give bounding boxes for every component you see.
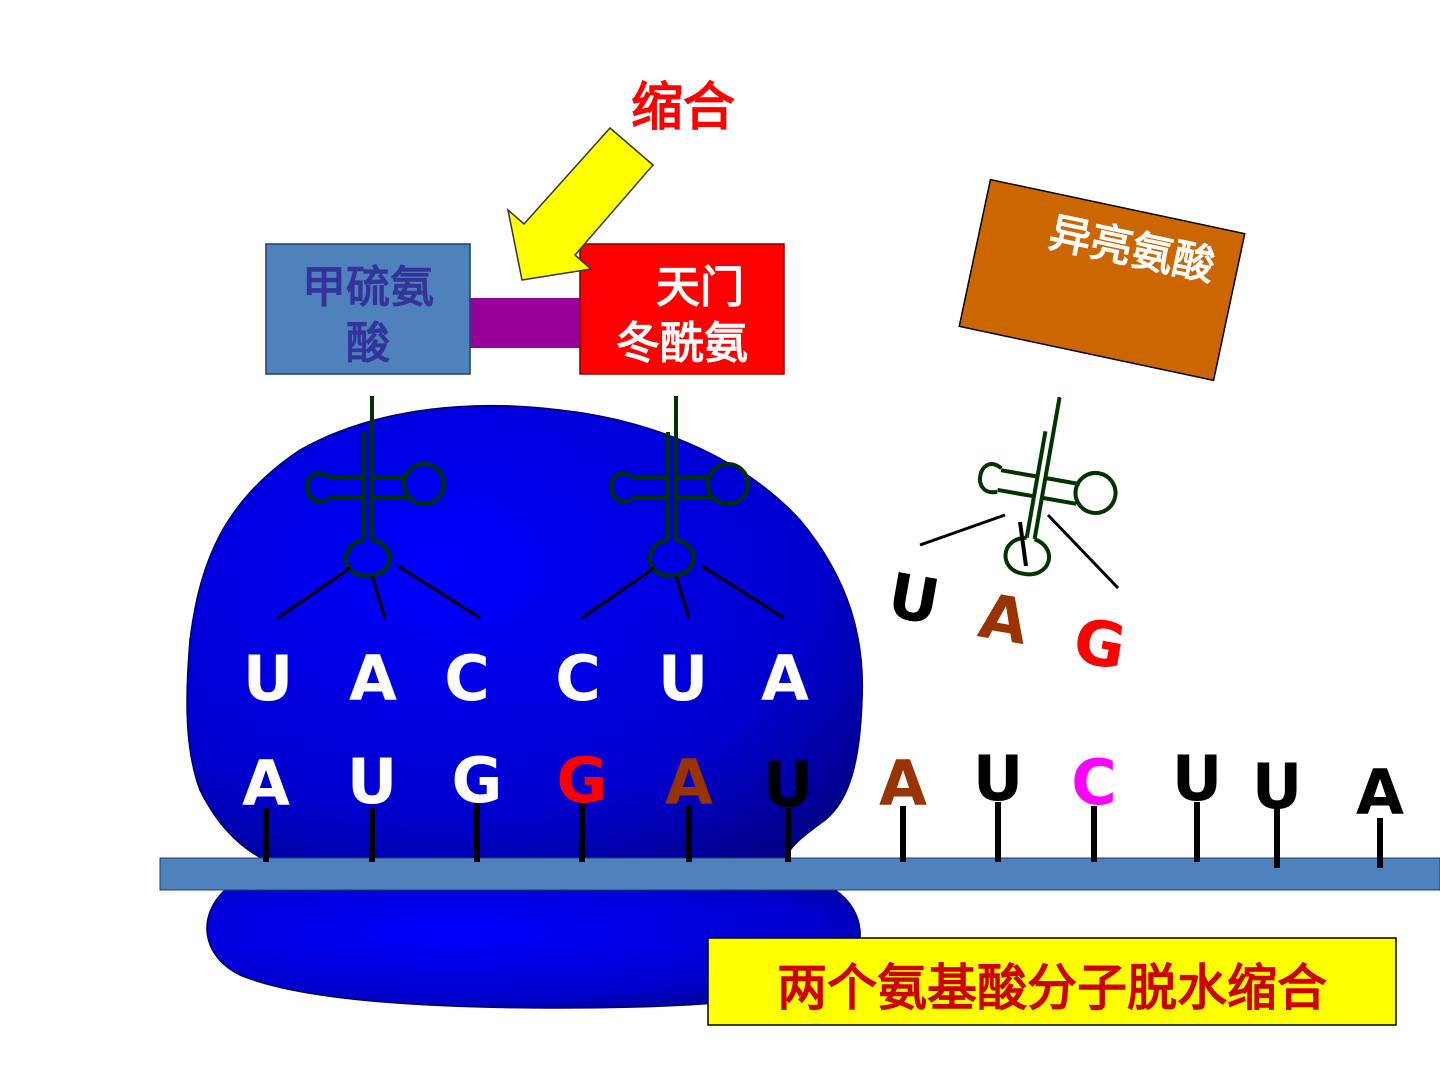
anticodon-leg	[277, 566, 351, 620]
peptide-bond	[468, 298, 584, 348]
mrna-base-letter: U	[973, 742, 1023, 815]
anticodon-letter: U	[243, 642, 293, 715]
caption-rect	[707, 937, 1397, 1026]
methionine-label-line1: 甲硫氨	[302, 262, 434, 313]
mrna-base-letter: U	[1252, 750, 1302, 823]
mrna-base-letter: U	[763, 748, 813, 821]
anticodon-leg	[370, 575, 387, 619]
asparagine-label-line1: 天门	[656, 262, 744, 313]
anticodon-letter: A	[349, 642, 397, 715]
mrna-base-letter: U	[347, 745, 397, 818]
mrna-base-letter: G	[452, 744, 503, 817]
methionine-rect	[265, 243, 471, 375]
methionine-box: 甲硫氨 酸	[265, 243, 471, 375]
anticodon-letter: C	[555, 642, 601, 715]
isoleucine-box: 异亮氨酸	[958, 178, 1246, 382]
title-condensation: 缩合	[631, 78, 735, 138]
mrna-base-letter: A	[665, 746, 713, 819]
mrna-base-letter: A	[242, 747, 290, 820]
mrna-base-ticks	[263, 802, 1383, 868]
anticodon-leg	[1018, 521, 1028, 567]
anticodon-letter: A	[761, 642, 809, 715]
mrna-base-letter: U	[1172, 742, 1222, 815]
trna	[978, 396, 1118, 577]
anticodon-leg	[581, 566, 655, 620]
condensation-arrow	[506, 126, 655, 281]
mrna-base-letter: A	[879, 747, 927, 820]
anticodon-letter: G	[1068, 603, 1131, 684]
trna	[609, 396, 750, 579]
anticodon-letter: U	[658, 642, 708, 715]
anticodon-leg	[674, 575, 691, 619]
anticodon-leg	[919, 513, 1006, 547]
anticodon-letter: C	[444, 642, 490, 715]
anticodon-leg	[1046, 513, 1120, 590]
methionine-label-line2: 酸	[346, 318, 391, 369]
ribosome-large-subunit	[186, 404, 864, 861]
ribosome	[186, 404, 864, 1009]
caption-text: 两个氨基酸分子脱水缩合	[777, 959, 1327, 1017]
asparagine-rect	[579, 243, 785, 375]
mrna-base-letter: G	[557, 744, 608, 817]
anticodon-letter: U	[883, 559, 945, 640]
mrna-base-letter: C	[1071, 746, 1117, 819]
isoleucine-rect	[958, 178, 1246, 382]
trna-molecules	[277, 396, 1120, 620]
caption-box: 两个氨基酸分子脱水缩合	[707, 937, 1397, 1026]
mrna-strand	[159, 857, 1440, 891]
asparagine-box: 天门 冬酰氨	[579, 243, 785, 375]
anticodon-letter: A	[974, 579, 1034, 659]
anticodon-leg	[397, 564, 481, 620]
anticodon-leg	[701, 564, 785, 620]
mrna-base-letter: A	[1356, 756, 1404, 829]
asparagine-label-line2: 冬酰氨	[616, 318, 748, 369]
trna	[305, 396, 446, 579]
